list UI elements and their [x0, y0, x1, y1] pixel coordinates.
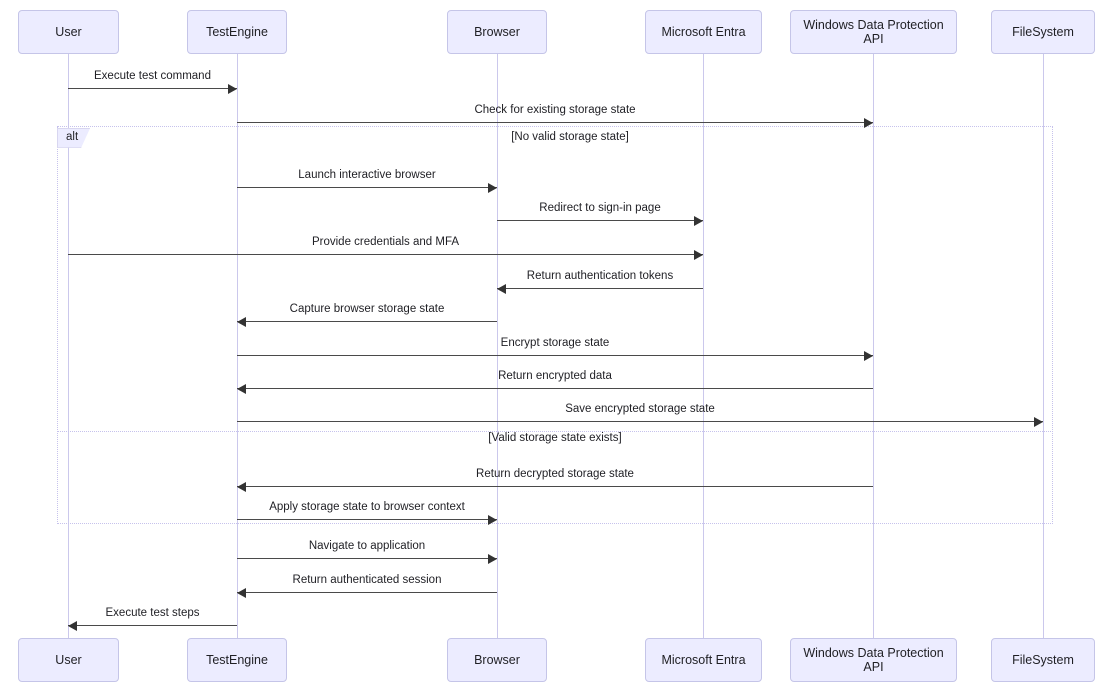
message-arrow-line	[237, 187, 497, 188]
message-label: Check for existing storage state	[474, 104, 636, 116]
message-arrow-line	[68, 625, 237, 626]
message-label: Save encrypted storage state	[565, 403, 715, 415]
participant-label: Windows Data Protection API	[803, 645, 944, 674]
alt-fragment-frame	[57, 126, 1053, 524]
message-arrow-line	[237, 558, 497, 559]
participant-label: Microsoft Entra	[661, 652, 746, 667]
lifeline-entra	[703, 54, 704, 638]
message-label: Return decrypted storage state	[476, 468, 634, 480]
lifeline-fs	[1043, 54, 1044, 638]
message-arrow-head-right	[864, 118, 873, 128]
participant-header-fs[interactable]: FileSystem	[991, 10, 1095, 54]
participant-header-dpapi[interactable]: Windows Data Protection API	[790, 10, 957, 54]
message-label: Apply storage state to browser context	[269, 501, 465, 513]
message-arrow-line	[237, 421, 1043, 422]
participant-label: Browser	[474, 652, 520, 667]
message-arrow-line	[237, 486, 873, 487]
message-arrow-line	[237, 122, 873, 123]
message-label: Capture browser storage state	[289, 303, 445, 315]
participant-footer-engine[interactable]: TestEngine	[187, 638, 287, 682]
alt-condition-label: [Valid storage state exists]	[488, 432, 622, 444]
participant-label: Windows Data Protection API	[803, 17, 944, 46]
message-arrow-head-left	[237, 588, 246, 598]
participant-label: Browser	[474, 24, 520, 39]
alt-operator-tag: alt	[57, 128, 90, 148]
participant-footer-fs[interactable]: FileSystem	[991, 638, 1095, 682]
lifeline-dpapi	[873, 54, 874, 638]
message-arrow-head-right	[694, 250, 703, 260]
message-label: Execute test steps	[105, 607, 200, 619]
message-arrow-head-right	[488, 554, 497, 564]
message-arrow-line	[497, 220, 703, 221]
alt-fragment-divider	[57, 431, 1053, 432]
message-label: Encrypt storage state	[500, 337, 610, 349]
message-arrow-line	[68, 254, 703, 255]
participant-label: FileSystem	[1012, 24, 1074, 39]
participant-footer-browser[interactable]: Browser	[447, 638, 547, 682]
message-arrow-head-right	[488, 183, 497, 193]
message-label: Launch interactive browser	[298, 169, 436, 181]
message-arrow-head-right	[488, 515, 497, 525]
participant-footer-user[interactable]: User	[18, 638, 119, 682]
message-label: Navigate to application	[308, 540, 426, 552]
message-arrow-line	[237, 321, 497, 322]
message-label: Return authentication tokens	[526, 270, 674, 282]
message-arrow-head-right	[864, 351, 873, 361]
participant-label: Microsoft Entra	[661, 24, 746, 39]
lifeline-browser	[497, 54, 498, 638]
message-label: Provide credentials and MFA	[311, 236, 460, 248]
message-arrow-line	[237, 519, 497, 520]
message-arrow-line	[237, 355, 873, 356]
message-arrow-head-left	[237, 482, 246, 492]
participant-label: TestEngine	[206, 24, 268, 39]
message-label: Execute test command	[94, 70, 211, 82]
alt-condition-label: [No valid storage state]	[511, 131, 629, 143]
participant-footer-entra[interactable]: Microsoft Entra	[645, 638, 762, 682]
participant-label: User	[55, 24, 82, 39]
message-arrow-line	[497, 288, 703, 289]
participant-label: FileSystem	[1012, 652, 1074, 667]
participant-label: TestEngine	[206, 652, 268, 667]
message-arrow-line	[237, 388, 873, 389]
participant-header-user[interactable]: User	[18, 10, 119, 54]
message-arrow-head-left	[68, 621, 77, 631]
message-arrow-line	[68, 88, 237, 89]
lifeline-engine	[237, 54, 238, 638]
message-label: Return authenticated session	[292, 574, 442, 586]
participant-header-browser[interactable]: Browser	[447, 10, 547, 54]
message-arrow-head-left	[237, 384, 246, 394]
message-label: Return encrypted data	[498, 370, 612, 382]
message-arrow-head-right	[694, 216, 703, 226]
message-arrow-line	[237, 592, 497, 593]
message-arrow-head-right	[1034, 417, 1043, 427]
participant-footer-dpapi[interactable]: Windows Data Protection API	[790, 638, 957, 682]
message-arrow-head-right	[228, 84, 237, 94]
participant-header-entra[interactable]: Microsoft Entra	[645, 10, 762, 54]
message-arrow-head-left	[237, 317, 246, 327]
participant-header-engine[interactable]: TestEngine	[187, 10, 287, 54]
message-arrow-head-left	[497, 284, 506, 294]
participant-label: User	[55, 652, 82, 667]
lifeline-user	[68, 54, 69, 638]
message-label: Redirect to sign-in page	[539, 202, 661, 214]
